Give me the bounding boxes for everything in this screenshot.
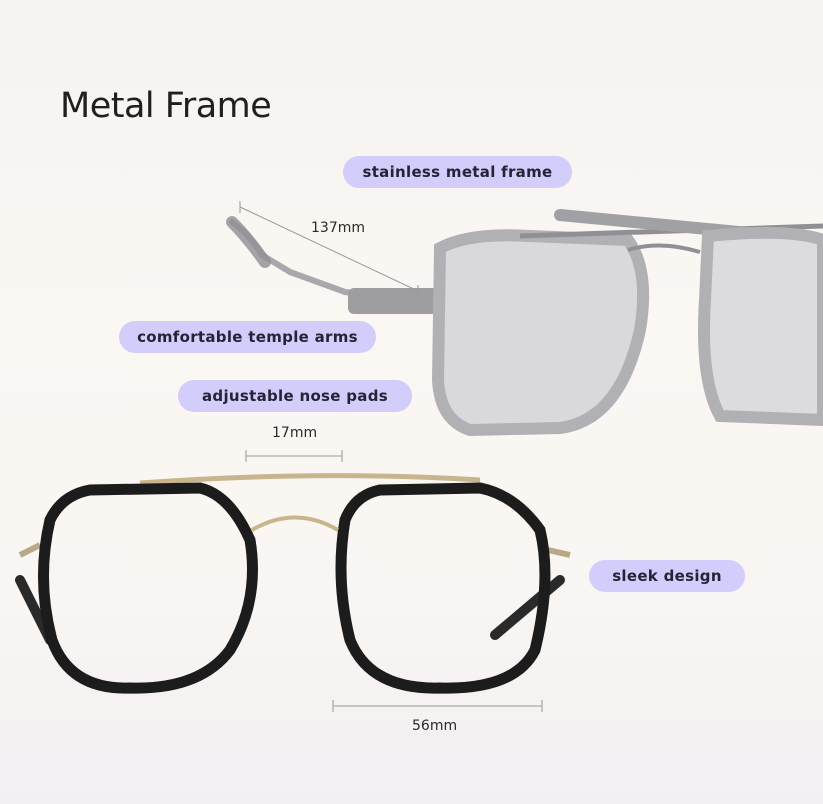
side-view-glasses: [226, 209, 823, 437]
temple-length-line: [239, 201, 419, 297]
feature-label-frame: stainless metal frame: [343, 156, 572, 188]
bridge-width-label: 17mm: [272, 425, 318, 441]
temple-length-label: 137mm: [311, 220, 365, 236]
page-title: Metal Frame: [60, 86, 272, 126]
lens-width-label: 56mm: [412, 718, 458, 734]
feature-label-nose: adjustable nose pads: [178, 380, 412, 412]
feature-label-temple: comfortable temple arms: [119, 321, 376, 353]
feature-label-design: sleek design: [589, 560, 745, 592]
front-view-glasses: [15, 473, 571, 694]
lens-width-line: [332, 700, 543, 712]
bridge-width-line: [245, 450, 343, 462]
